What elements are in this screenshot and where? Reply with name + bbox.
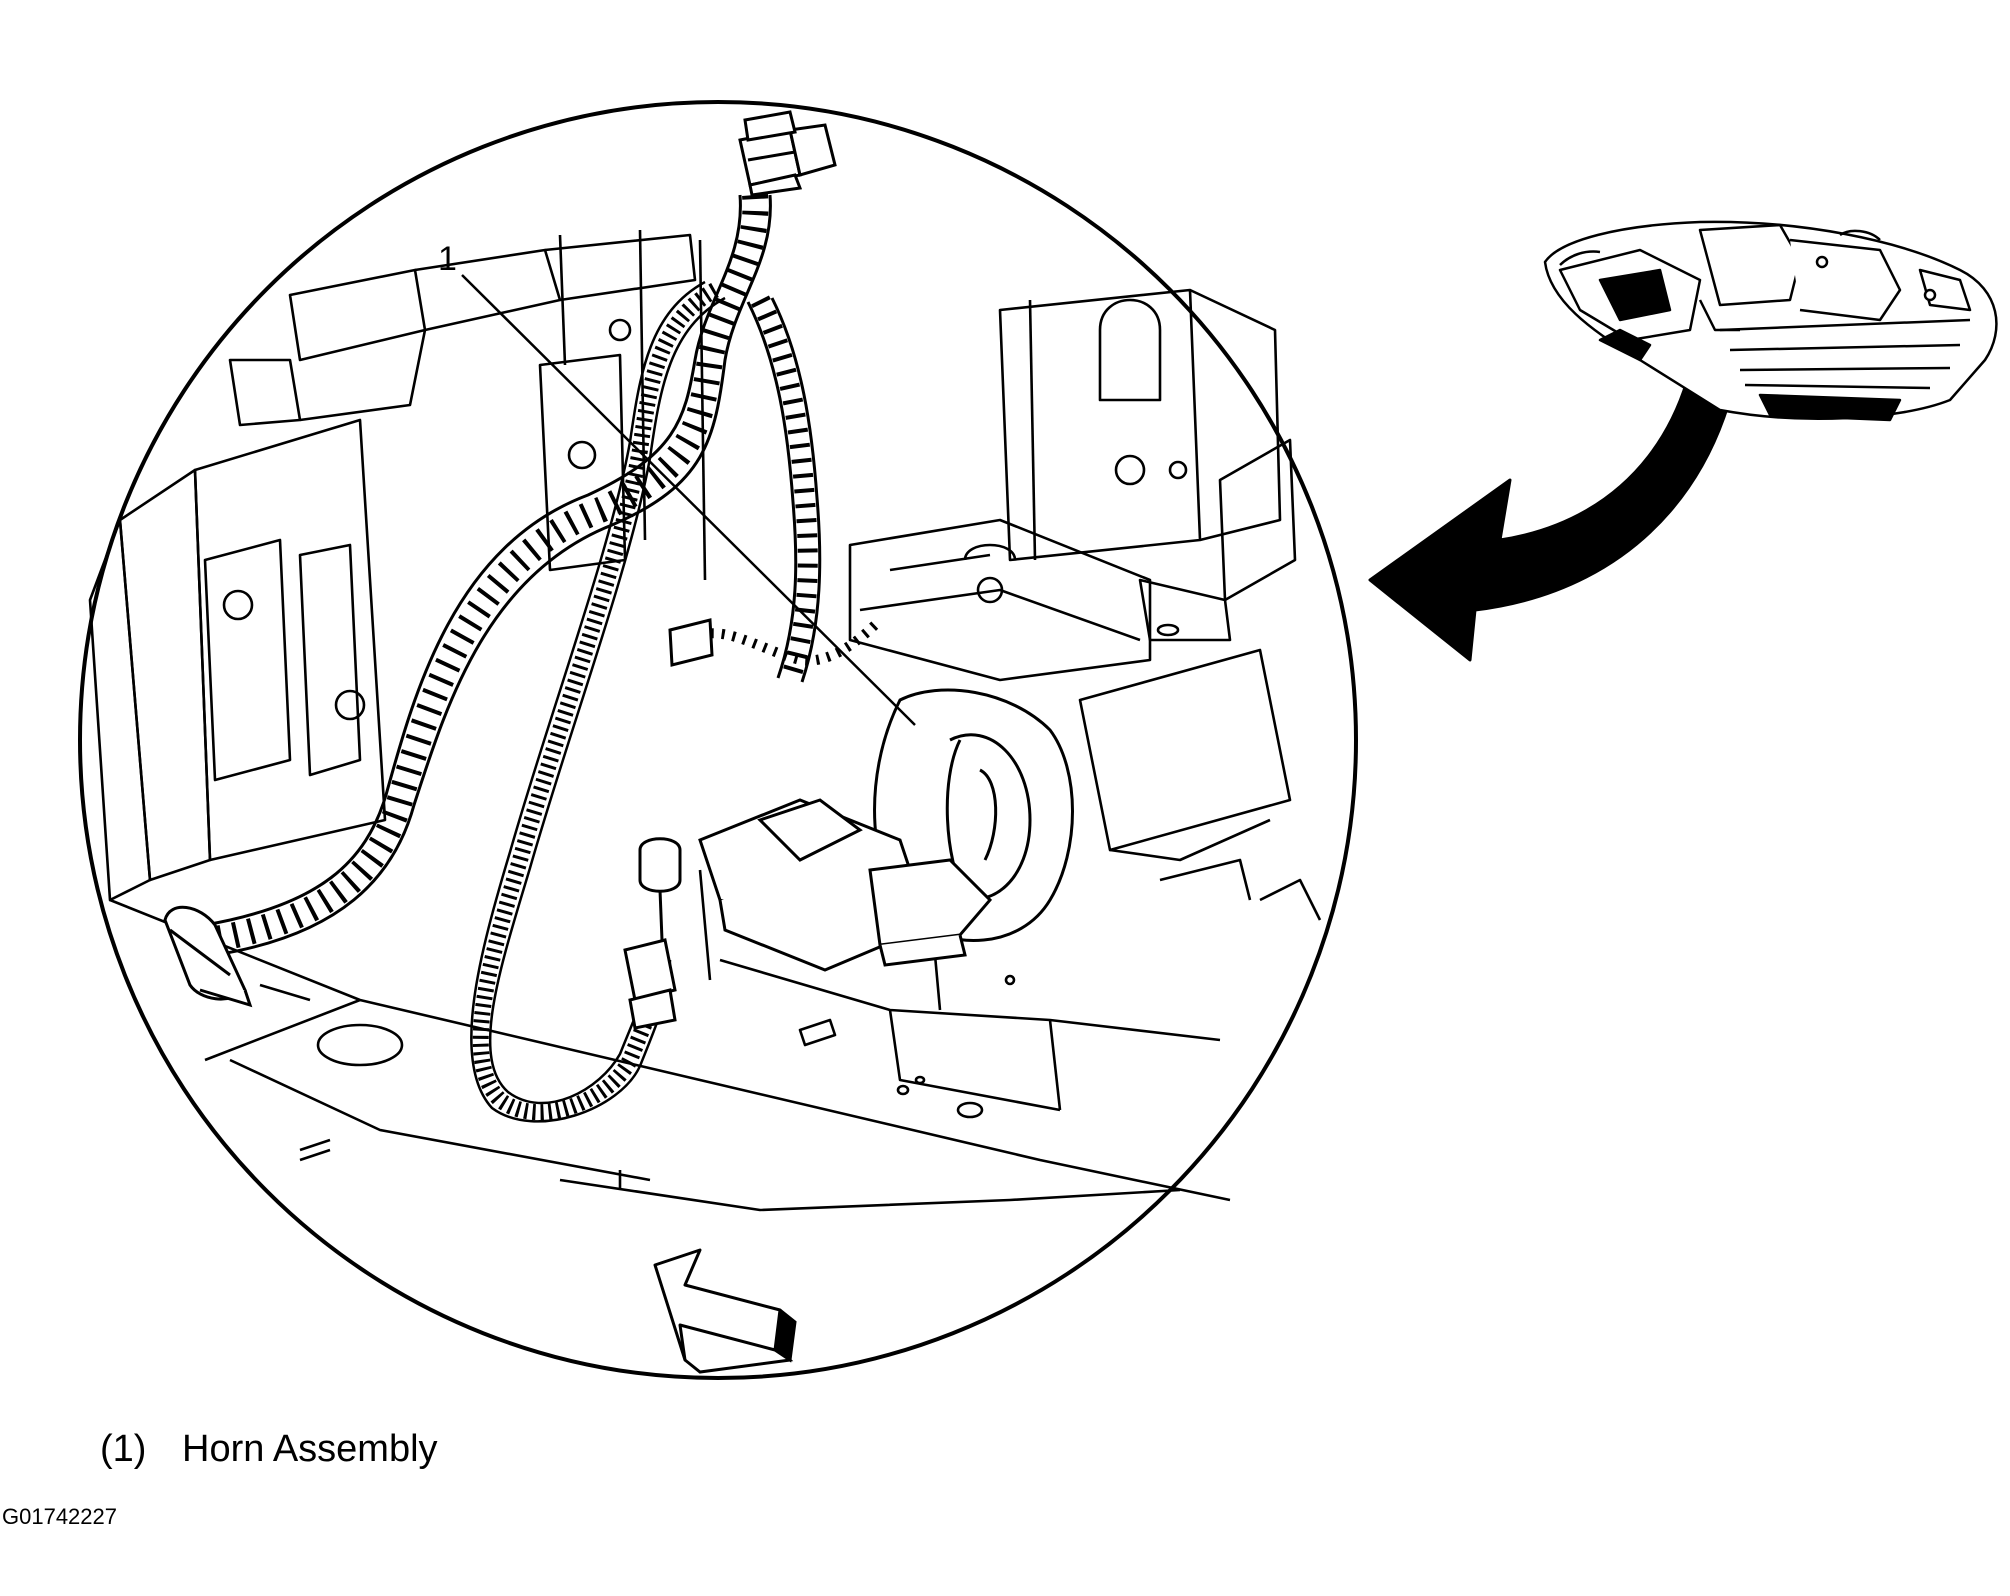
callout-number-1: 1 (438, 240, 457, 278)
harness-clip (163, 905, 253, 1008)
detail-circle (78, 100, 1358, 1380)
curved-arrow-icon (1368, 288, 1747, 662)
legend-label: Horn Assembly (182, 1428, 438, 1470)
wiring-harness (204, 194, 884, 1123)
horn-assembly (698, 688, 1074, 972)
harness-connector (738, 110, 837, 197)
callout-leader-1 (461, 274, 916, 726)
view-direction-arrow-icon (653, 1248, 797, 1374)
legend-number: (1) (100, 1428, 147, 1470)
detail-view: 1 (78, 100, 1358, 1380)
legend: (1) Horn Assembly (100, 1428, 438, 1471)
horn-connector (623, 618, 714, 1030)
figure-id: G01742227 (2, 1504, 117, 1529)
chassis-structure (88, 229, 1322, 1212)
vehicle-locator-icon (1543, 220, 1998, 422)
